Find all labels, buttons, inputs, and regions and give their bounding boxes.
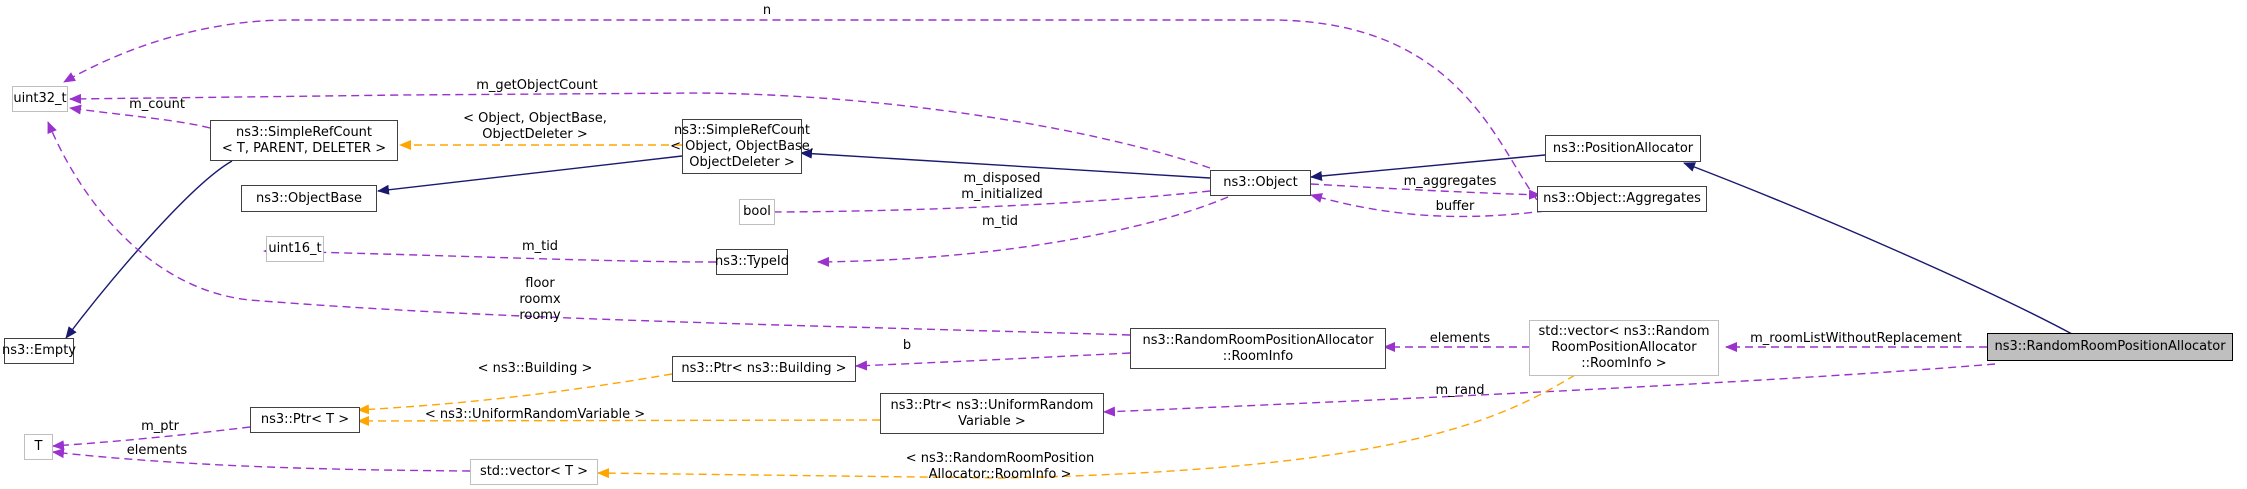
label-elements-roominfo: elements: [1429, 331, 1491, 346]
edge-b: [855, 352, 1131, 371]
label-m-tid-typeid: m_tid: [521, 239, 559, 254]
edge-tpl-roominfo: [597, 374, 1576, 479]
node-object-aggregates[interactable]: ns3::Object::Aggregates: [1537, 186, 1707, 212]
node-ptr-template[interactable]: ns3::Ptr< T >: [250, 407, 360, 433]
label-buffer: buffer: [1435, 199, 1475, 214]
edge-m-disposed: [752, 190, 1211, 217]
label-m-ptr: m_ptr: [141, 419, 179, 434]
edge-object-simplerefcountobj: [800, 148, 1211, 179]
label-tpl-uniform: < ns3::UniformRandomVariable >: [424, 407, 646, 422]
label-m-roomlist: m_roomListWithoutReplacement: [1750, 331, 1962, 346]
label-tpl-roominfo: < ns3::RandomRoomPosition Allocator::Roo…: [905, 451, 1095, 482]
label-elements-T: elements: [126, 443, 188, 458]
label-m-aggregates: m_aggregates: [1403, 174, 1497, 189]
edge-positionallocator-object: [1310, 154, 1546, 181]
edge-simplerefcount-empty: [65, 160, 233, 339]
node-uint16-t[interactable]: uint16_t: [266, 236, 324, 262]
label-n: n: [762, 3, 772, 18]
edge-m-aggregates: [1310, 183, 1541, 200]
label-m-disposed: m_disposed m_initialized: [961, 171, 1043, 202]
edge-m-getobjectcount: [69, 92, 1211, 169]
label-floor-room: floor roomx roomy: [519, 276, 561, 323]
edge-simplerefcountobj-objectbase: [377, 155, 683, 195]
edge-m-tid-typeid: [263, 246, 717, 263]
label-tpl-building: < ns3::Building >: [477, 361, 593, 376]
node-ptr-uniform[interactable]: ns3::Ptr< ns3::UniformRandom Variable >: [880, 393, 1104, 434]
node-empty[interactable]: ns3::Empty: [2, 338, 76, 364]
edge-rrpa-positionallocator: [1683, 162, 2073, 335]
node-bool[interactable]: bool: [739, 199, 775, 225]
edge-n: [63, 19, 1546, 211]
node-simplerefcount-object[interactable]: ns3::SimpleRefCount < Object, ObjectBase…: [670, 119, 814, 174]
node-T[interactable]: T: [24, 434, 53, 460]
node-positionallocator[interactable]: ns3::PositionAllocator: [1545, 135, 1701, 162]
node-object[interactable]: ns3::Object: [1210, 170, 1311, 196]
edge-tpl-building: [357, 373, 673, 415]
edge-buffer: [1310, 193, 1546, 218]
edge-tpl-uniform: [357, 415, 881, 426]
edge-floor-room: [47, 121, 1131, 336]
label-m-rand: m_rand: [1435, 383, 1485, 398]
edge-elements-T: [52, 448, 471, 472]
node-simplerefcount-template[interactable]: ns3::SimpleRefCount < T, PARENT, DELETER…: [210, 120, 398, 161]
node-random-room-position-allocator[interactable]: ns3::RandomRoomPositionAllocator: [1987, 333, 2233, 361]
edge-m-count: [69, 104, 211, 129]
node-typeid[interactable]: ns3::TypeId: [715, 249, 789, 275]
node-objectbase[interactable]: ns3::ObjectBase: [241, 185, 377, 212]
node-vector-roominfo[interactable]: std::vector< ns3::Random RoomPositionAll…: [1529, 320, 1719, 376]
node-roominfo[interactable]: ns3::RandomRoomPositionAllocator ::RoomI…: [1130, 328, 1386, 369]
edge-m-ptr: [52, 426, 251, 451]
edge-m-tid-object: [817, 196, 1229, 267]
label-m-getobjectcount: m_getObjectCount: [476, 78, 598, 93]
node-vector-template[interactable]: std::vector< T >: [470, 459, 598, 485]
edge-m-rand: [1103, 363, 1996, 417]
label-tpl-object: < Object, ObjectBase, ObjectDeleter >: [463, 111, 607, 142]
label-m-count: m_count: [129, 97, 185, 112]
label-b: b: [902, 338, 912, 353]
node-uint32-t[interactable]: uint32_t: [12, 86, 68, 112]
node-ptr-building[interactable]: ns3::Ptr< ns3::Building >: [672, 356, 856, 382]
label-m-tid-object: m_tid: [981, 214, 1019, 229]
